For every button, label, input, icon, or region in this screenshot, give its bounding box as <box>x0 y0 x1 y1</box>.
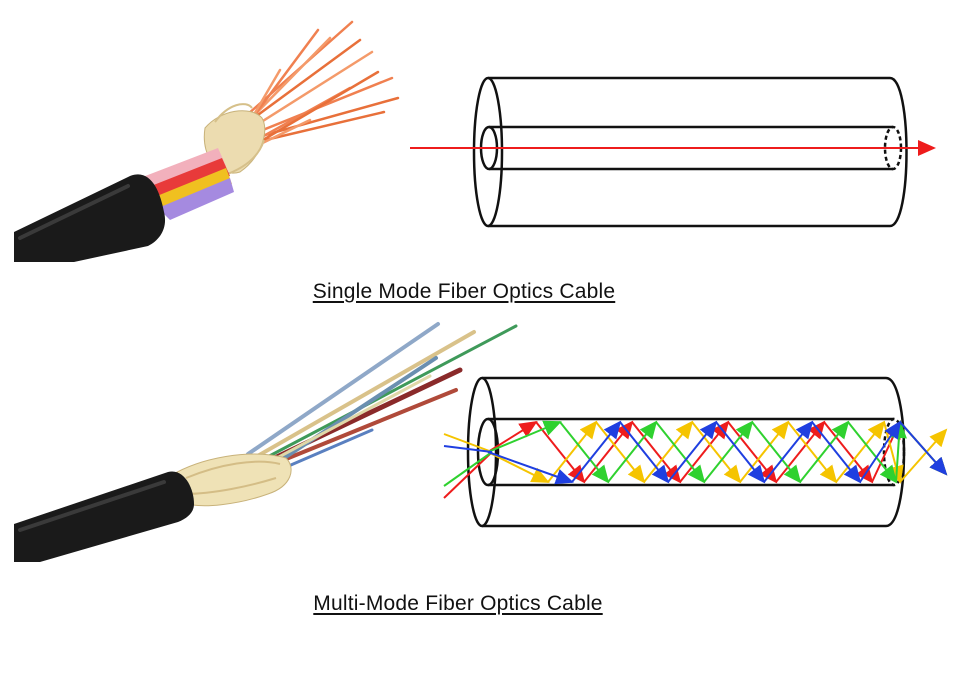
ray-red-segment <box>727 421 778 484</box>
ray-green-segment <box>751 421 802 484</box>
ray-blue-segment <box>811 421 862 484</box>
ray-green-segment <box>559 421 610 484</box>
ray-blue-exit <box>899 421 948 476</box>
ray-green-segment <box>799 420 850 483</box>
ray-green-segment <box>487 420 562 453</box>
ray-blue-segment <box>715 421 766 484</box>
ray-blue-segment <box>859 420 902 483</box>
cladding-back-face <box>885 376 906 528</box>
ray-red-segment <box>679 420 730 483</box>
ray-blue-segment <box>763 420 814 483</box>
ray-yellow-segment <box>787 421 838 484</box>
ray-red-segment <box>535 421 586 484</box>
outer-jacket <box>14 471 194 562</box>
multi-mode-illustration <box>14 322 948 562</box>
ray-blue-segment <box>487 451 574 485</box>
cladding-back-face <box>889 76 908 228</box>
ray-blue-segment <box>667 420 718 483</box>
ray-blue-entry <box>443 445 493 453</box>
multi-mode-panel: Multi-Mode Fiber Optics Cable <box>0 318 976 673</box>
outer-jacket <box>14 174 166 262</box>
single-mode-panel: Single Mode Fiber Optics Cable <box>0 0 976 320</box>
inner-tubes <box>140 148 234 220</box>
ray-yellow-segment <box>547 420 598 483</box>
ray-yellow-segment <box>691 421 742 484</box>
ray-red-entry <box>443 451 493 499</box>
ray-yellow-entry <box>443 433 493 453</box>
single-mode-illustration <box>14 20 936 262</box>
core-back-face <box>882 417 906 487</box>
ray-green-segment <box>655 421 706 484</box>
multi-mode-caption: Multi-Mode Fiber Optics Cable <box>313 592 603 615</box>
single-mode-caption: Single Mode Fiber Optics Cable <box>312 280 616 303</box>
multi-mode-cable-photo <box>14 322 518 562</box>
ray-blue-segment <box>619 421 670 484</box>
ray-yellow-segment <box>487 451 550 483</box>
ray-green-segment <box>607 420 658 483</box>
ray-green-segment <box>703 420 754 483</box>
aramid-yarn <box>167 453 292 507</box>
light-rays <box>443 420 948 499</box>
ray-yellow-segment <box>643 420 694 483</box>
ray-yellow-segment <box>595 421 646 484</box>
ray-blue-segment <box>571 420 622 483</box>
single-mode-fiber-diagram <box>410 76 936 228</box>
ray-red-segment <box>631 421 682 484</box>
ray-green-segment <box>847 421 898 484</box>
ray-red-segment <box>775 420 826 483</box>
ray-green-entry <box>443 451 493 487</box>
ray-yellow-segment <box>739 420 790 483</box>
fiber-strands <box>246 322 518 476</box>
ray-red-segment <box>487 420 538 453</box>
single-mode-cable-photo <box>14 20 400 262</box>
multi-mode-fiber-diagram <box>466 376 906 528</box>
ray-red-segment <box>583 420 634 483</box>
ray-yellow-exit <box>899 428 948 483</box>
